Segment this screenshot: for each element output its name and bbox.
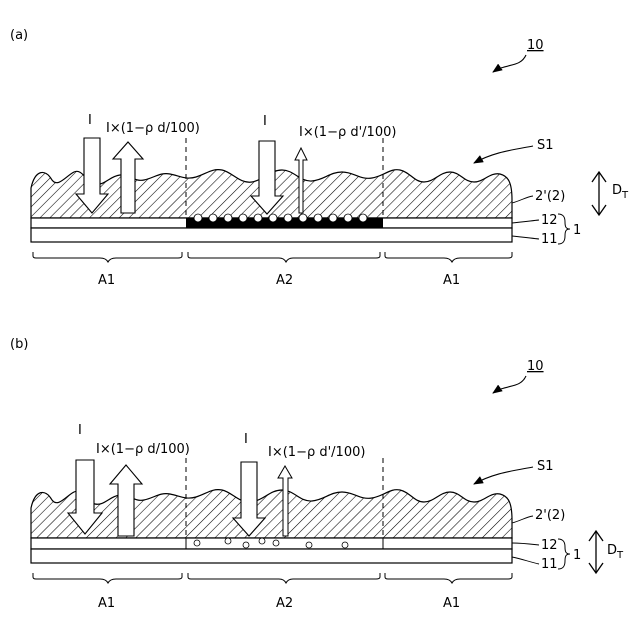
group-brace bbox=[558, 539, 570, 569]
group-label: 1 bbox=[573, 223, 581, 238]
incident-label-left: I bbox=[78, 423, 82, 438]
region-label-left: A1 bbox=[98, 596, 115, 611]
reference-number: 10 bbox=[527, 359, 544, 374]
reference-number: 10 bbox=[527, 38, 544, 53]
reference-arrow bbox=[493, 55, 526, 72]
group-label: 1 bbox=[573, 548, 581, 563]
brace-a1-left bbox=[33, 573, 182, 583]
region-label-right: A1 bbox=[443, 273, 460, 288]
brace-a2 bbox=[188, 573, 380, 583]
panel-b: (b) 10 S1 I I×(1−ρ d/100) I I×(1−ρ d'/10… bbox=[10, 337, 624, 611]
layer-11-label: 11 bbox=[541, 557, 558, 572]
panel-a: (a) 10 S1 I I×(1−ρ d/100) bbox=[10, 28, 629, 288]
incident-label-right: I bbox=[263, 114, 267, 129]
panel-label: (a) bbox=[10, 28, 28, 43]
layer-2-label: 2'(2) bbox=[535, 189, 565, 204]
brace-a1-left bbox=[33, 252, 182, 262]
layer-12 bbox=[31, 538, 512, 549]
brace-a1-right bbox=[385, 252, 512, 262]
layer-12-label: 12 bbox=[541, 538, 558, 553]
region-label-left: A1 bbox=[98, 273, 115, 288]
thickness-label: DT bbox=[612, 183, 629, 201]
region-label-right: A1 bbox=[443, 596, 460, 611]
layer-11-leader bbox=[512, 557, 539, 564]
reflect-label-right: I×(1−ρ d'/100) bbox=[268, 445, 365, 460]
layer-2-leader bbox=[512, 196, 533, 203]
panel-label: (b) bbox=[10, 337, 28, 352]
region-label-center: A2 bbox=[276, 273, 293, 288]
thickness-label: DT bbox=[607, 543, 624, 561]
incident-label-right: I bbox=[244, 432, 248, 447]
surface-label: S1 bbox=[537, 138, 554, 153]
layer-12-leader bbox=[512, 220, 539, 223]
layer-2-label: 2'(2) bbox=[535, 508, 565, 523]
layer-2-leader bbox=[512, 516, 533, 523]
reflect-label-right: I×(1−ρ d'/100) bbox=[299, 125, 396, 140]
layer-11 bbox=[31, 228, 512, 242]
reflect-label-left: I×(1−ρ d/100) bbox=[96, 442, 190, 457]
surface-arrow bbox=[474, 467, 533, 484]
layer-2-hatched bbox=[31, 490, 512, 538]
incident-label-left: I bbox=[88, 113, 92, 128]
reflect-label-left: I×(1−ρ d/100) bbox=[106, 121, 200, 136]
reference-arrow bbox=[493, 376, 526, 393]
surface-label: S1 bbox=[537, 459, 554, 474]
layer-12-label: 12 bbox=[541, 213, 558, 228]
brace-a2 bbox=[188, 252, 380, 262]
layer-11 bbox=[31, 549, 512, 563]
region-label-center: A2 bbox=[276, 596, 293, 611]
layer-12-leader bbox=[512, 543, 539, 545]
group-brace bbox=[558, 214, 570, 244]
surface-arrow bbox=[474, 146, 533, 163]
brace-a1-right bbox=[385, 573, 512, 583]
layer-11-leader bbox=[512, 236, 539, 239]
layer-11-label: 11 bbox=[541, 232, 558, 247]
